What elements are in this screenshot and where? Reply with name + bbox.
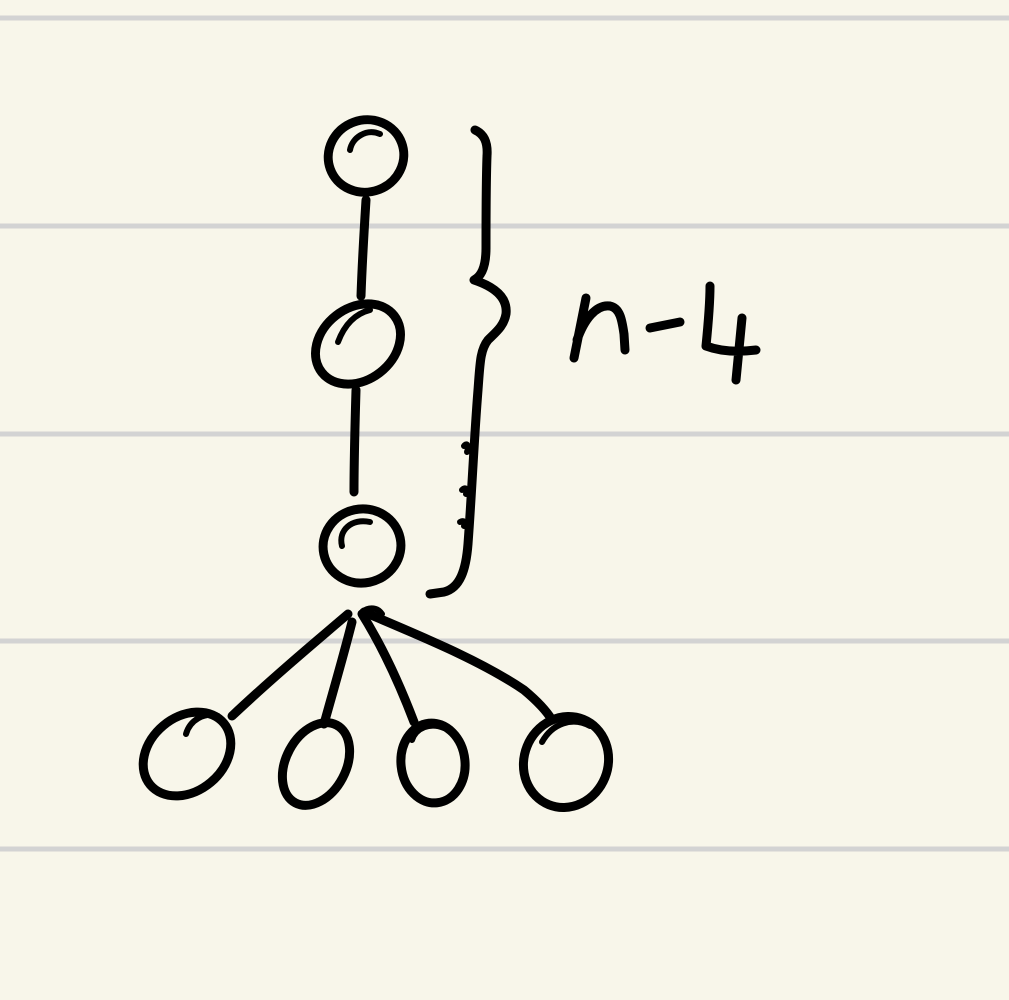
leaf-node-4-tail [539,718,593,745]
curly-brace [425,125,511,599]
edge-hook [359,605,385,617]
edge-to-leaf-2 [319,617,357,729]
leaf-nodes [138,707,614,812]
brace-tick-dot [461,441,471,455]
leaf-edges [227,605,557,729]
leaf-node-1 [138,707,236,801]
edge-to-leaf-1 [227,609,353,721]
leaf-node-4 [518,712,614,812]
edge-to-leaf-3 [357,609,419,727]
label-dash [645,317,685,333]
brace-tick-dot [459,485,470,497]
ruled-lines [0,15,1009,852]
label-digit-4 [701,281,761,385]
brace-label-group: n-4 [569,281,761,385]
label-letter-n [569,293,630,363]
chain-nodes [311,115,409,588]
leaf-node-3 [396,718,470,808]
brace-stroke [425,125,511,599]
leaf-node-1-tail [183,712,221,737]
node-top-stroke-tail [347,129,383,153]
leaf-node-3-tail [409,722,447,743]
brace-tick-dot [457,518,468,529]
chain-edges [349,195,371,497]
node-bottom-stroke-tail [338,518,373,549]
node-middle-stroke-tail [335,307,373,345]
node-top [323,115,409,197]
node-middle [311,299,405,389]
edge-middle-bottom [349,385,361,497]
leaf-node-2 [277,718,355,810]
edge-top-middle [356,195,371,301]
node-bottom [318,504,406,588]
edge-to-leaf-4 [359,607,557,725]
